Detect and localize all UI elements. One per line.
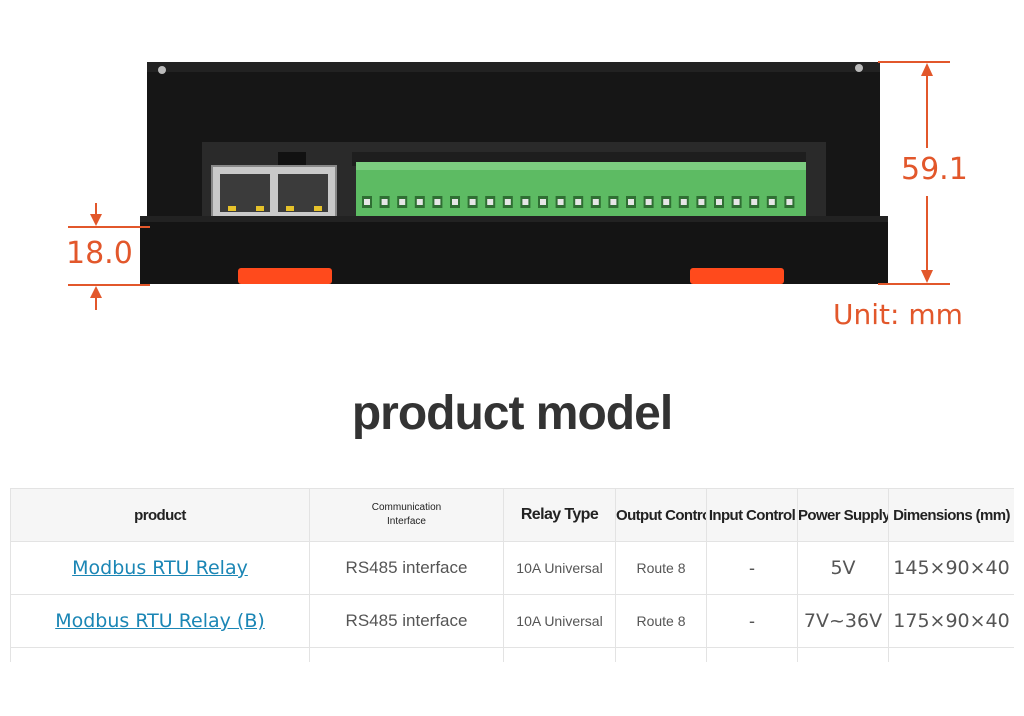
terminal-screw [751, 199, 758, 205]
table-row: Modbus RTU Relay RS485 interface 10A Uni… [10, 541, 1014, 595]
terminal-screw [733, 199, 740, 205]
terminal-screw [768, 199, 775, 205]
product-link[interactable]: Modbus RTU Relay (B) [55, 610, 265, 632]
table-header-row: product Communication Interface Relay Ty… [10, 488, 1014, 542]
terminal-block [352, 152, 806, 218]
terminal-screw [487, 199, 494, 205]
section-heading: product model [351, 387, 673, 440]
terminal-screw [786, 199, 793, 205]
dimension-label-59: 59.1 [901, 152, 968, 187]
header-communication-interface: Communication Interface [309, 488, 504, 542]
product-name-cell: Modbus RTU Relay [10, 541, 310, 595]
power-supply-cell: 5V [797, 541, 889, 595]
terminal-screw [698, 199, 705, 205]
terminal-screw [645, 199, 652, 205]
terminal-screw [628, 199, 634, 205]
header-product: product [10, 488, 310, 542]
header-dimensions: Dimensions (mm) [888, 488, 1014, 542]
terminal-screw [399, 199, 406, 205]
table-row-partial [10, 647, 1014, 662]
input-control-cell: - [706, 541, 798, 595]
terminal-screw [504, 199, 511, 205]
screw-left [158, 66, 166, 74]
terminal-screw [434, 199, 441, 205]
terminal-screw [557, 199, 564, 205]
screw-right [855, 64, 863, 72]
header-output-control: Output Control [615, 488, 707, 542]
relay-type-cell: 10A Universal [503, 594, 616, 648]
device-top-housing [147, 62, 880, 142]
terminal-screw [469, 199, 476, 205]
product-model-table: product Communication Interface Relay Ty… [10, 488, 1014, 662]
communication-cell: RS485 interface [309, 594, 504, 648]
terminal-screw [540, 199, 546, 205]
terminal-screw [592, 199, 599, 205]
dimension-marker-height-total [878, 61, 950, 285]
terminal-screw [610, 199, 617, 205]
product-side-view-figure: 18.0 59.1 Unit: mm [0, 0, 1024, 345]
terminal-screw [680, 199, 687, 205]
rj45-ports [211, 165, 337, 219]
dimensions-cell: 175×90×40 [888, 594, 1014, 648]
power-supply-cell: 7V~36V [797, 594, 889, 648]
table-row: Modbus RTU Relay (B) RS485 interface 10A… [10, 594, 1014, 648]
header-relay-type: Relay Type [503, 488, 616, 542]
output-control-cell: Route 8 [615, 541, 707, 595]
din-clip-left [238, 268, 332, 284]
relay-type-cell: 10A Universal [503, 541, 616, 595]
dimension-label-18: 18.0 [66, 236, 133, 271]
terminal-screw [381, 199, 388, 205]
product-link[interactable]: Modbus RTU Relay [72, 557, 248, 579]
relay-device-drawing [68, 61, 950, 310]
terminal-screw [575, 199, 582, 205]
header-power-supply-range: Power Supply Range [797, 488, 889, 542]
terminal-screw [416, 199, 423, 205]
din-clip-right [690, 268, 784, 284]
terminal-screw [452, 199, 458, 205]
small-component [278, 152, 306, 168]
unit-label: Unit: mm [833, 298, 963, 331]
terminal-screw [716, 199, 722, 205]
header-input-control: Input Control [706, 488, 798, 542]
dimensions-cell: 145×90×40 [888, 541, 1014, 595]
input-control-cell: - [706, 594, 798, 648]
terminal-screw [364, 199, 370, 205]
terminal-screw [663, 199, 670, 205]
product-name-cell: Modbus RTU Relay (B) [10, 594, 310, 648]
dimension-marker-height-small [68, 203, 150, 310]
communication-cell: RS485 interface [309, 541, 504, 595]
output-control-cell: Route 8 [615, 594, 707, 648]
terminal-screw [522, 199, 529, 205]
